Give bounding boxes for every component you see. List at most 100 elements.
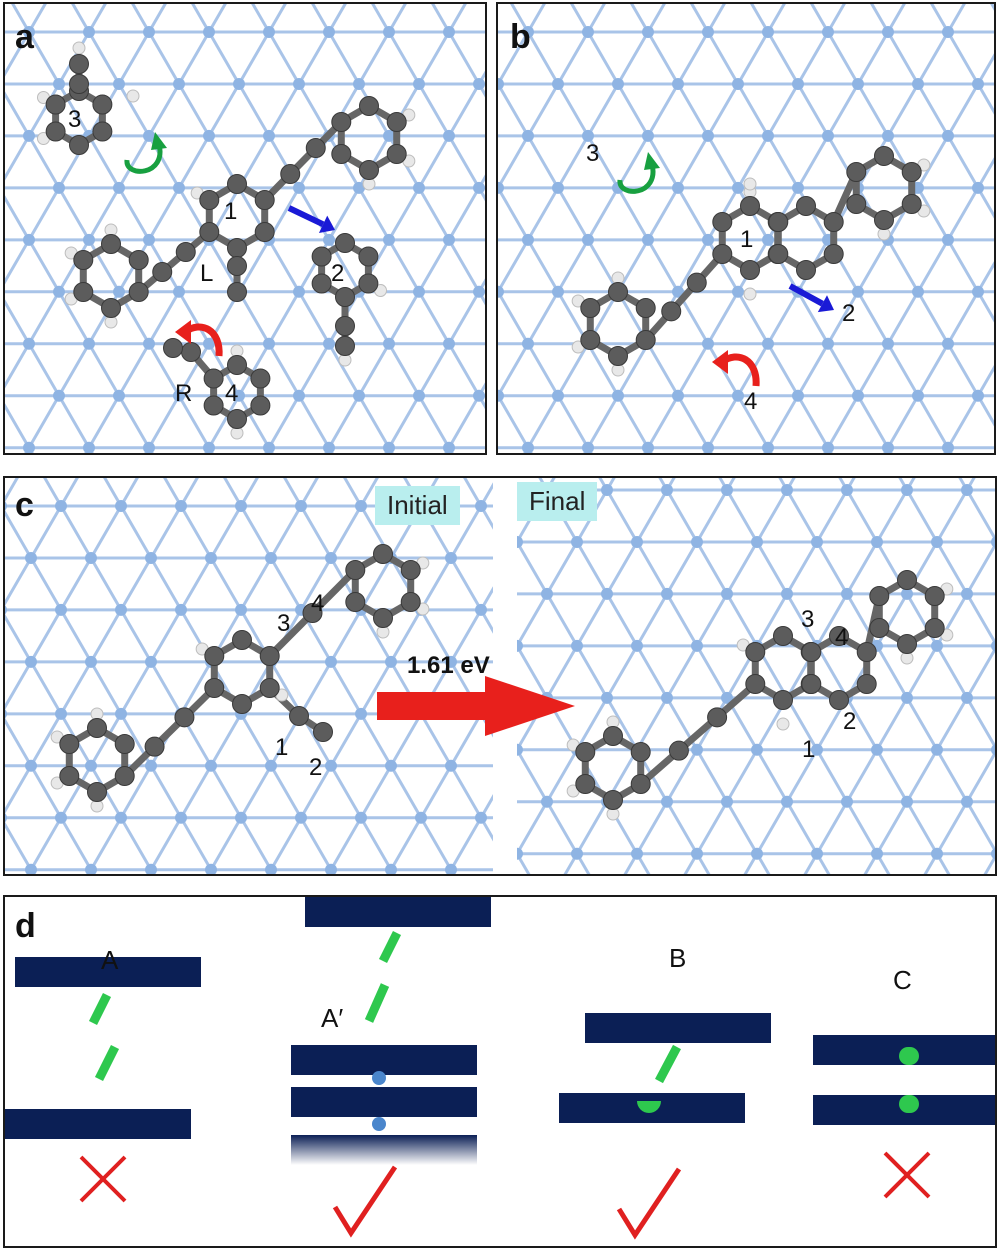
substrate-bond [796,343,830,397]
substrate-atom [517,535,523,548]
substrate-atom [443,233,455,246]
substrate-bond [27,239,61,293]
substrate-bond [267,4,287,33]
substrate-bond [209,505,243,559]
panel-b-figure [498,4,994,453]
substrate-atom [991,640,995,652]
carbon-atom [846,194,867,214]
substrate-bond [845,541,879,595]
carbon-atom [580,330,601,350]
substrate-bond [87,394,121,449]
substrate-atom [175,500,187,512]
substrate-bond [845,801,879,855]
substrate-bond [498,187,530,241]
substrate-bond [327,31,361,85]
panel-a-figure [5,4,485,453]
substrate-bond [299,557,333,611]
substrate-bond [856,239,890,293]
substrate-bond [517,645,549,699]
substrate-bond [541,818,571,870]
substrate-bond [447,394,481,449]
substrate-bond [556,135,590,189]
substrate-bond [89,609,123,663]
substrate-atom [23,26,35,38]
substrate-atom [145,863,157,874]
substrate-atom [732,181,744,194]
carbon-atom [174,707,195,728]
carbon-atom [227,238,247,258]
carbon-atom [901,162,922,182]
substrate-atom [811,535,823,548]
substrate-bond [209,817,243,871]
substrate-bond [357,343,391,397]
substrate-bond [605,541,639,595]
substrate-bond [575,852,591,874]
carbon-atom [386,144,407,164]
substrate-bond [990,4,994,11]
substrate-atom [931,639,943,652]
substrate-bond [147,83,181,137]
substrate-atom [53,285,65,298]
carbon-atom [204,678,225,698]
carbon-atom [575,774,596,794]
substrate-bond [886,343,920,397]
substrate-bond [916,291,950,345]
atom-label-4: 4 [744,388,758,415]
carbon-atom [305,138,326,158]
substrate-bond [766,83,800,137]
substrate-bond [177,83,211,137]
substrate-bond [796,31,830,85]
substrate-bond [526,135,560,189]
substrate-bond [706,135,740,189]
substrate-atom [517,743,523,756]
substrate-atom [413,285,425,298]
substrate-lattice [5,478,571,874]
carbon-atom [345,592,366,612]
substrate-atom [498,77,504,90]
substrate-atom [901,691,913,704]
substrate-bond [147,343,181,397]
substrate-bond [299,817,333,871]
substrate-atom [383,441,395,453]
substrate-bond [149,557,183,611]
substrate-bond [976,157,994,189]
substrate-bond [359,478,379,507]
carbon-atom [897,634,917,654]
carbon-atom [204,646,225,666]
substrate-bond [299,765,333,819]
carbon-atom [635,298,656,318]
initial-atom-label-2: 2 [309,754,323,781]
carbon-atom [69,135,89,155]
substrate-bond [387,343,421,397]
substrate-atom [85,759,97,772]
substrate-bond [57,239,91,293]
substrate-bond [646,83,680,137]
substrate-bond [27,291,61,345]
substrate-bond [449,765,483,819]
substrate-bond [930,4,950,33]
substrate-atom [473,285,485,298]
substrate-bond [477,291,485,306]
carbon-atom [87,782,107,802]
substrate-atom [473,389,485,402]
substrate-atom [85,655,97,668]
substrate-bond [417,31,451,85]
substrate-bond [965,478,976,491]
substrate-atom [413,389,425,402]
blue-arrow-head [817,295,834,313]
substrate-bond [267,31,301,85]
green-rotation-arrow-head [151,132,167,150]
substrate-atom [811,847,823,860]
substrate-bond [556,31,590,85]
substrate-bond [87,135,121,189]
substrate-bond [149,505,183,559]
substrate-atom [5,501,7,511]
substrate-bond [646,239,680,293]
final-tag: Final [517,482,598,521]
substrate-bond [177,239,211,293]
substrate-bond [239,817,273,871]
substrate-atom [691,743,703,756]
substrate-atom [702,441,714,453]
substrate-bond [815,801,849,855]
substrate-bond [299,505,333,559]
